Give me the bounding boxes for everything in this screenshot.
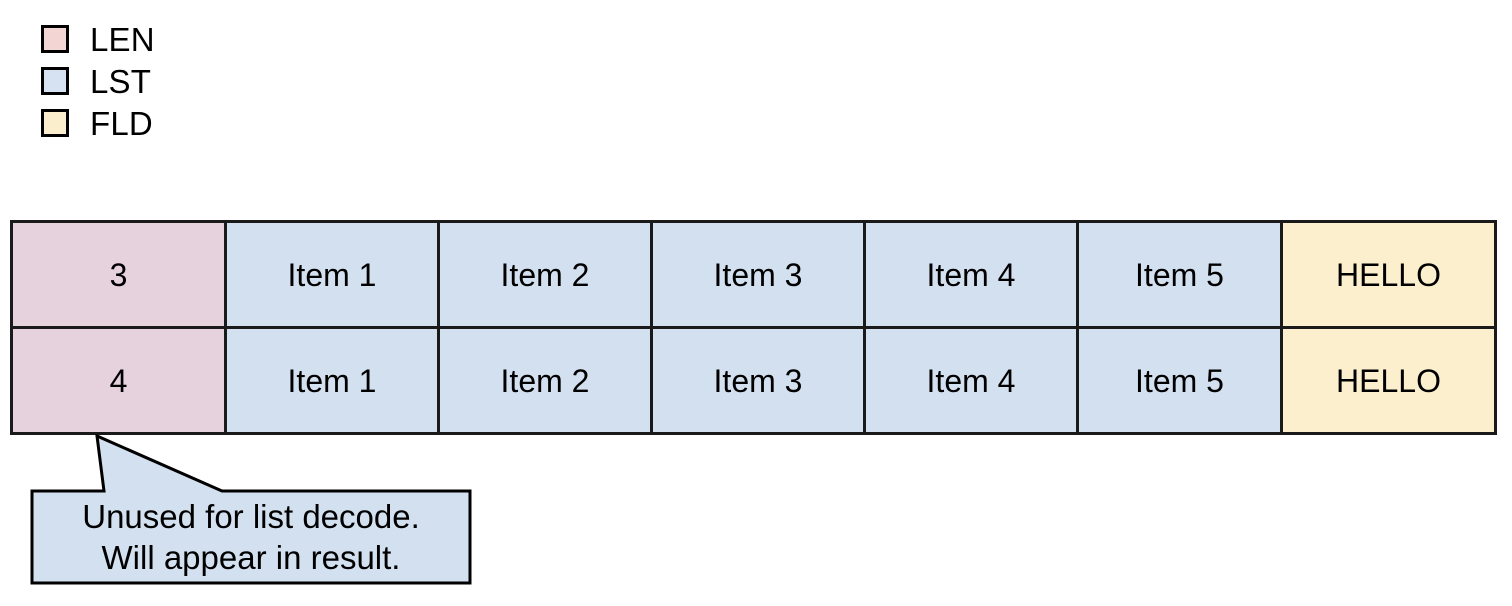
cell-len-row1: 3 [10, 220, 227, 329]
cell-fld-row1: HELLO [1280, 220, 1497, 329]
legend-item-len: LEN [41, 18, 341, 60]
cell-item5-row2: Item 5 [1076, 326, 1283, 435]
legend-swatch-icon-len [41, 25, 69, 53]
callout-line-1: Unused for list decode. [82, 498, 420, 535]
legend-swatch-icon-lst [41, 67, 69, 95]
legend: LEN LST FLD [41, 18, 341, 144]
cell-item1-row1: Item 1 [224, 220, 440, 329]
cell-item5-row1: Item 5 [1076, 220, 1283, 329]
legend-item-fld: FLD [41, 102, 341, 144]
packet-layout-table: 3 Item 1 Item 2 Item 3 Item 4 Item 5 HEL… [10, 220, 1497, 435]
cell-item4-row1: Item 4 [863, 220, 1079, 329]
cell-item2-row2: Item 2 [437, 326, 653, 435]
callout-line-2: Will appear in result. [101, 539, 401, 576]
cell-len-row2: 4 [10, 326, 227, 435]
cell-item2-row1: Item 2 [437, 220, 653, 329]
legend-label-len: LEN [90, 20, 155, 58]
legend-item-lst: LST [41, 60, 341, 102]
cell-fld-row2: HELLO [1280, 326, 1497, 435]
callout-text: Unused for list decode. Will appear in r… [32, 491, 470, 583]
legend-label-lst: LST [90, 62, 152, 100]
cell-item1-row2: Item 1 [224, 326, 440, 435]
table-row: 3 Item 1 Item 2 Item 3 Item 4 Item 5 HEL… [10, 220, 1497, 329]
cell-item4-row2: Item 4 [863, 326, 1079, 435]
table-row: 4 Item 1 Item 2 Item 3 Item 4 Item 5 HEL… [10, 326, 1497, 435]
legend-label-fld: FLD [90, 104, 153, 142]
legend-swatch-icon-fld [41, 109, 69, 137]
cell-item3-row1: Item 3 [650, 220, 866, 329]
cell-item3-row2: Item 3 [650, 326, 866, 435]
